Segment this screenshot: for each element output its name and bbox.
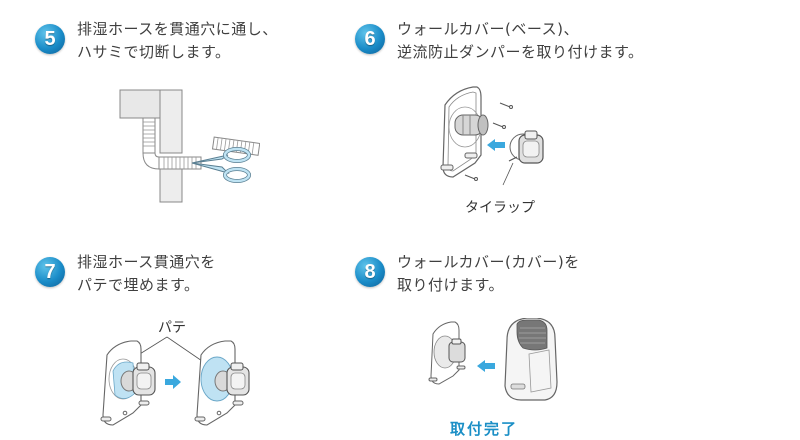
instruction-line: ウォールカバー(ベース)、	[397, 20, 580, 38]
putty-label: パテ	[158, 320, 186, 336]
step-instructions: ウォールカバー(ベース)、 逆流防止ダンパーを取り付けます。	[397, 18, 644, 64]
wall-cover-base-illustration	[440, 86, 544, 186]
hose-cut-illustration	[119, 89, 260, 203]
installation-complete-label: 取付完了	[450, 420, 519, 438]
step-number-badge: 5	[35, 24, 65, 54]
putty-fill-illustration	[100, 336, 250, 426]
step-instructions: ウォールカバー(カバー)を 取り付けます。	[397, 251, 580, 297]
step-instructions: 排湿ホース貫通穴を パテで埋めます。	[77, 251, 216, 297]
step-number-badge: 8	[355, 257, 385, 287]
instruction-line: パテで埋めます。	[77, 276, 200, 294]
step-number-badge: 6	[355, 24, 385, 54]
attach-cover-illustration	[428, 318, 558, 401]
instruction-line: ハサミで切断します。	[77, 43, 231, 61]
step-6-header: 6 ウォールカバー(ベース)、 逆流防止ダンパーを取り付けます。	[355, 18, 644, 64]
step-7-header: 7 排湿ホース貫通穴を パテで埋めます。	[35, 251, 216, 297]
tie-wrap-label: タイラップ	[465, 200, 535, 216]
instruction-line: 取り付けます。	[397, 276, 505, 294]
step-5-header: 5 排湿ホースを貫通穴に通し、 ハサミで切断します。	[35, 18, 278, 64]
step-instructions: 排湿ホースを貫通穴に通し、 ハサミで切断します。	[77, 18, 278, 64]
instruction-line: 逆流防止ダンパーを取り付けます。	[397, 43, 644, 61]
instruction-line: ウォールカバー(カバー)を	[397, 253, 580, 271]
instruction-line: 排湿ホースを貫通穴に通し、	[77, 20, 278, 38]
step-number-badge: 7	[35, 257, 65, 287]
instruction-line: 排湿ホース貫通穴を	[77, 253, 216, 271]
step-8-header: 8 ウォールカバー(カバー)を 取り付けます。	[355, 251, 580, 297]
